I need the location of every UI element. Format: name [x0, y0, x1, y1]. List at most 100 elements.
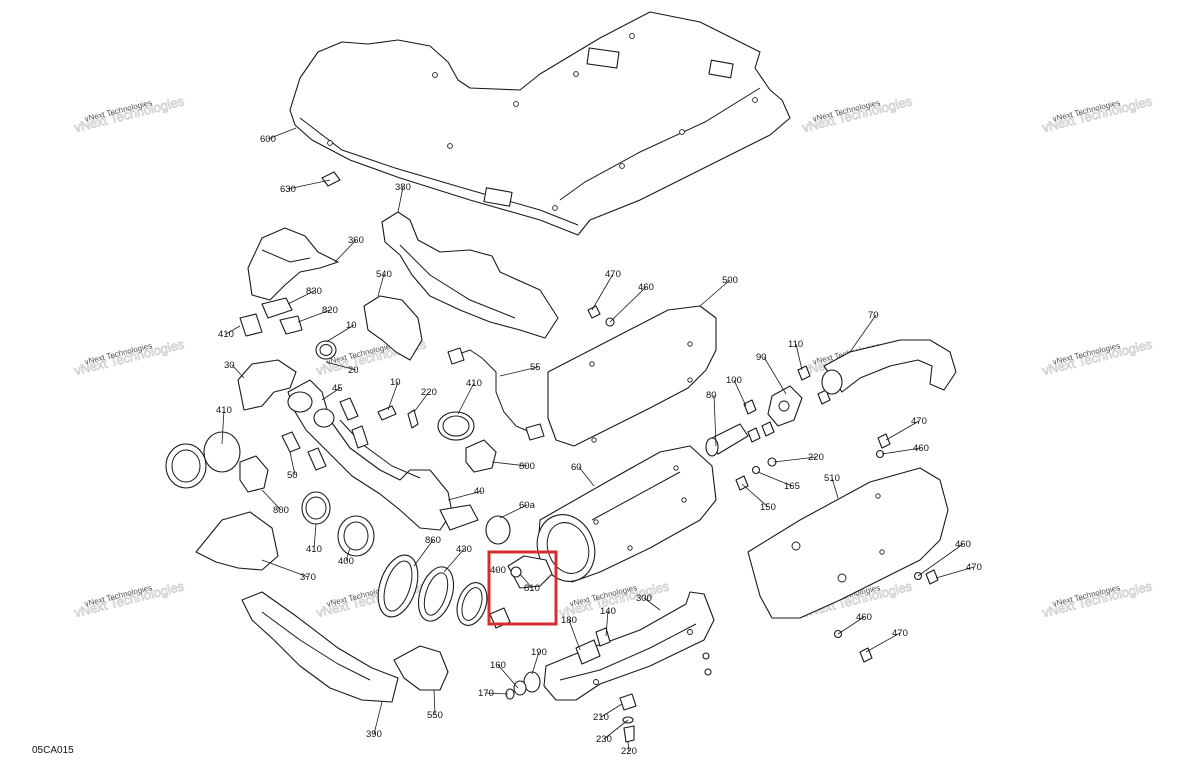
part-30-elbow: [237, 359, 297, 411]
leader-line: [287, 290, 315, 305]
leader-line: [831, 477, 839, 499]
part-10-ring: [315, 340, 337, 360]
leader-line: [603, 719, 629, 740]
callout-460: 460: [638, 282, 654, 293]
leader-line: [457, 382, 475, 415]
part-470-bolt-top: [587, 305, 601, 319]
leader-line: [881, 447, 922, 455]
part-800-elbow-right: [465, 439, 497, 473]
leader-line: [795, 343, 803, 371]
callout-430: 430: [456, 544, 472, 555]
leader-line: [267, 127, 297, 140]
callout-460: 460: [955, 539, 971, 550]
part-160-bushing: [513, 680, 527, 696]
part-80-tube: [705, 423, 749, 457]
part-370-cover: [195, 511, 279, 571]
part-410-band: [456, 582, 488, 626]
leader-line: [321, 387, 341, 401]
leader-line: [485, 692, 509, 695]
part-45-spring: [339, 397, 369, 449]
part-220-bolt: [407, 409, 419, 429]
leader-line: [627, 741, 630, 752]
callout-80: 80: [706, 390, 717, 401]
part-400-clamp: [337, 515, 375, 557]
callout-360: 360: [348, 235, 364, 246]
leader-line: [373, 701, 383, 735]
part-50-spring: [281, 431, 327, 471]
leader-line: [531, 651, 540, 675]
callout-400: 400: [338, 556, 354, 567]
callout-180: 180: [561, 615, 577, 626]
leader-line: [261, 489, 282, 511]
part-800-elbow-left: [239, 455, 269, 493]
callout-210: 210: [593, 712, 609, 723]
leader-line: [757, 471, 793, 487]
leader-line: [433, 689, 436, 716]
part-470-bolt-right-mid: [925, 569, 939, 585]
callout-170: 170: [478, 688, 494, 699]
leader-line: [699, 279, 731, 307]
callout-150: 150: [760, 502, 776, 513]
leader-line: [491, 461, 528, 467]
callout-390: 390: [366, 729, 382, 740]
leader-line: [345, 547, 351, 562]
callout-630: 630: [280, 184, 296, 195]
leader-line: [600, 703, 623, 718]
callout-820: 820: [322, 305, 338, 316]
part-430-band: [417, 566, 455, 622]
callout-470: 470: [892, 628, 908, 639]
callout-410: 410: [466, 378, 482, 389]
part-180-bracket: [575, 639, 601, 665]
diagram-code: 05CA015: [32, 745, 74, 756]
part-220-bolt-bottom: [623, 725, 635, 743]
callout-220: 220: [421, 387, 437, 398]
leader-line: [231, 364, 245, 379]
part-100-bolts: [743, 399, 775, 443]
leader-line: [289, 451, 296, 476]
part-630-fastener: [321, 171, 341, 187]
part-165-washer: [751, 465, 761, 475]
callout-540: 540: [376, 269, 392, 280]
callout-370: 370: [300, 572, 316, 583]
callout-45: 45: [332, 383, 343, 394]
part-210-spacer: [619, 693, 637, 711]
part-70-tailpipe: [821, 339, 957, 395]
leader-line: [713, 394, 717, 447]
callout-110: 110: [788, 339, 803, 350]
part-55-sensor: [447, 347, 545, 441]
callout-410: 410: [216, 405, 232, 416]
leader-line: [334, 239, 357, 263]
leader-line: [773, 456, 817, 463]
part-380-heat-cover: [381, 211, 559, 339]
part-540-bracket: [363, 295, 423, 361]
leader-line: [325, 324, 355, 343]
callout-860: 860: [425, 535, 441, 546]
leader-line: [413, 391, 430, 413]
part-600-heat-shield: [289, 11, 791, 236]
leader-line: [865, 632, 901, 653]
leader-lines: [221, 127, 975, 752]
callout-550: 550: [427, 710, 443, 721]
leader-line: [733, 379, 747, 407]
leader-line: [591, 273, 614, 311]
callout-460: 460: [856, 612, 872, 623]
callout-460: 460: [913, 443, 929, 454]
part-860-band: [377, 554, 419, 618]
part-820-clip: [279, 315, 303, 335]
callout-30: 30: [224, 360, 235, 371]
leader-line: [741, 483, 769, 508]
part-410-clamp-lower: [301, 491, 331, 525]
callout-190: 190: [531, 647, 547, 658]
part-90-flange: [767, 385, 803, 427]
leader-line: [377, 273, 385, 297]
callout-20: 20: [348, 365, 359, 376]
callout-600: 600: [260, 134, 276, 145]
highlight-box: [487, 550, 558, 626]
part-550-elbow: [393, 645, 449, 691]
